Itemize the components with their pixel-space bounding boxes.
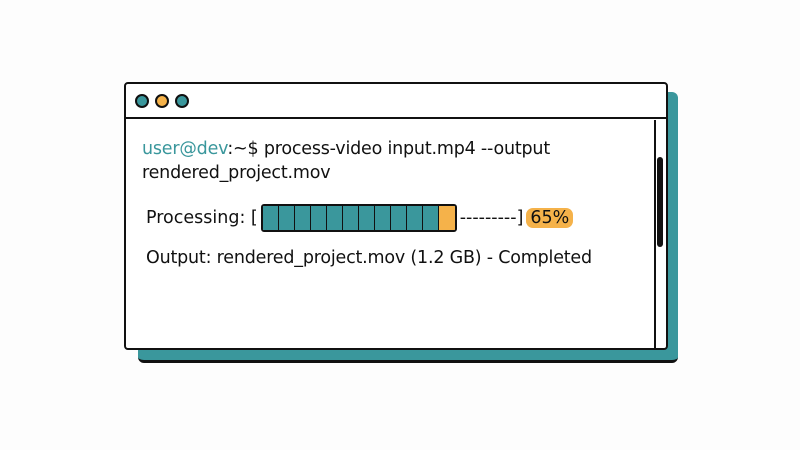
progress-segment — [278, 206, 295, 230]
progress-row: Processing: [ ---------] 65% — [142, 204, 666, 232]
progress-segment — [374, 206, 391, 230]
command-text: process-video input.mp4 --output — [258, 139, 550, 159]
scrollbar-thumb[interactable] — [657, 157, 663, 247]
progress-segment — [326, 206, 343, 230]
scrollbar-track[interactable] — [654, 120, 656, 348]
close-button[interactable] — [135, 93, 149, 108]
minimize-button[interactable] — [155, 93, 169, 108]
progress-segment — [262, 206, 279, 230]
output-line: Output: rendered_project.mov (1.2 GB) - … — [146, 248, 592, 268]
terminal-window: user@dev:~$ process-video input.mp4 --ou… — [124, 82, 668, 350]
prompt-suffix: :~$ — [227, 139, 259, 159]
progress-segment — [422, 206, 439, 230]
progress-remaining: ---------] — [459, 208, 524, 228]
progress-percent-badge: 65% — [526, 208, 574, 228]
progress-segment — [342, 206, 359, 230]
command-line: user@dev:~$ process-video input.mp4 --ou… — [142, 137, 666, 161]
progress-label: Processing: [ — [146, 208, 258, 228]
progress-segment — [390, 206, 407, 230]
prompt-user: user@dev — [142, 139, 228, 159]
progress-segment-current — [438, 206, 455, 230]
command-continuation: rendered_project.mov — [142, 163, 331, 183]
progress-bar — [260, 204, 457, 232]
progress-segment — [406, 206, 423, 230]
progress-segment — [294, 206, 311, 230]
progress-segment — [310, 206, 327, 230]
terminal-content: user@dev:~$ process-video input.mp4 --ou… — [126, 119, 666, 270]
maximize-button[interactable] — [175, 93, 189, 108]
progress-segment — [358, 206, 375, 230]
title-bar — [126, 84, 666, 119]
